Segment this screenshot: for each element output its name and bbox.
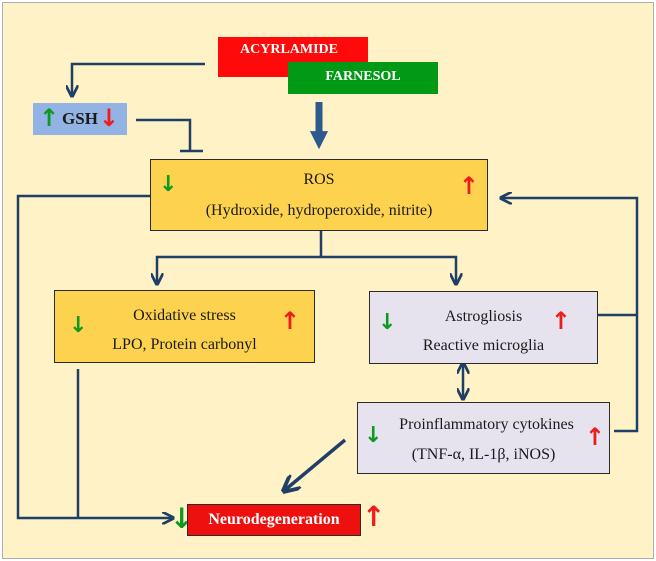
cytokines-node: ↓ Proinflammatory cytokines (TNF-α, IL-1… <box>357 402 610 474</box>
decrease-arrow-icon: ↓ <box>159 172 178 197</box>
astrogliosis-node: ↓ Astrogliosis Reactive microglia ↑ <box>369 291 598 364</box>
ros-title: ROS <box>303 171 335 188</box>
decrease-arrow-icon: ↓ <box>364 423 383 448</box>
cytokines-title: Proinflammatory cytokines <box>399 416 574 433</box>
decrease-arrow-icon: ↓ <box>378 310 397 335</box>
neurodegeneration-label: Neurodegeneration <box>208 511 340 528</box>
oxidative-stress-node: ↓ Oxidative stress LPO, Protein carbonyl… <box>54 290 315 363</box>
astrogliosis-subtitle: Reactive microglia <box>422 337 545 354</box>
decrease-arrow-icon: ↓ <box>69 313 88 338</box>
oxidative-stress-subtitle: LPO, Protein carbonyl <box>112 336 257 353</box>
oxidative-stress-title: Oxidative stress <box>133 307 236 324</box>
decrease-arrow-icon: ↓ <box>98 104 119 132</box>
increase-arrow-icon: ↑ <box>458 172 479 200</box>
neurodegeneration-node: Neurodegeneration <box>187 504 361 536</box>
ros-subtitle: (Hydroxide, hydroperoxide, nitrite) <box>205 202 433 219</box>
increase-arrow-icon: ↑ <box>584 423 605 451</box>
gsh-node: ↑ GSH ↓ <box>33 103 127 135</box>
increase-arrow-icon: ↑ <box>362 500 386 533</box>
acrylamide-label: ACYRLAMIDE <box>240 42 338 57</box>
astrogliosis-title: Astrogliosis <box>444 308 523 325</box>
ros-node: ↓ ROS (Hydroxide, hydroperoxide, nitrite… <box>150 159 488 231</box>
increase-arrow-icon: ↑ <box>279 307 300 335</box>
increase-arrow-icon: ↑ <box>39 104 60 132</box>
cytokines-subtitle: (TNF-α, IL-1β, iNOS) <box>411 446 556 463</box>
gsh-label: GSH <box>62 109 98 128</box>
increase-arrow-icon: ↑ <box>550 307 571 335</box>
farnesol-label: FARNESOL <box>325 69 401 84</box>
farnesol-node: FARNESOL <box>288 62 438 94</box>
